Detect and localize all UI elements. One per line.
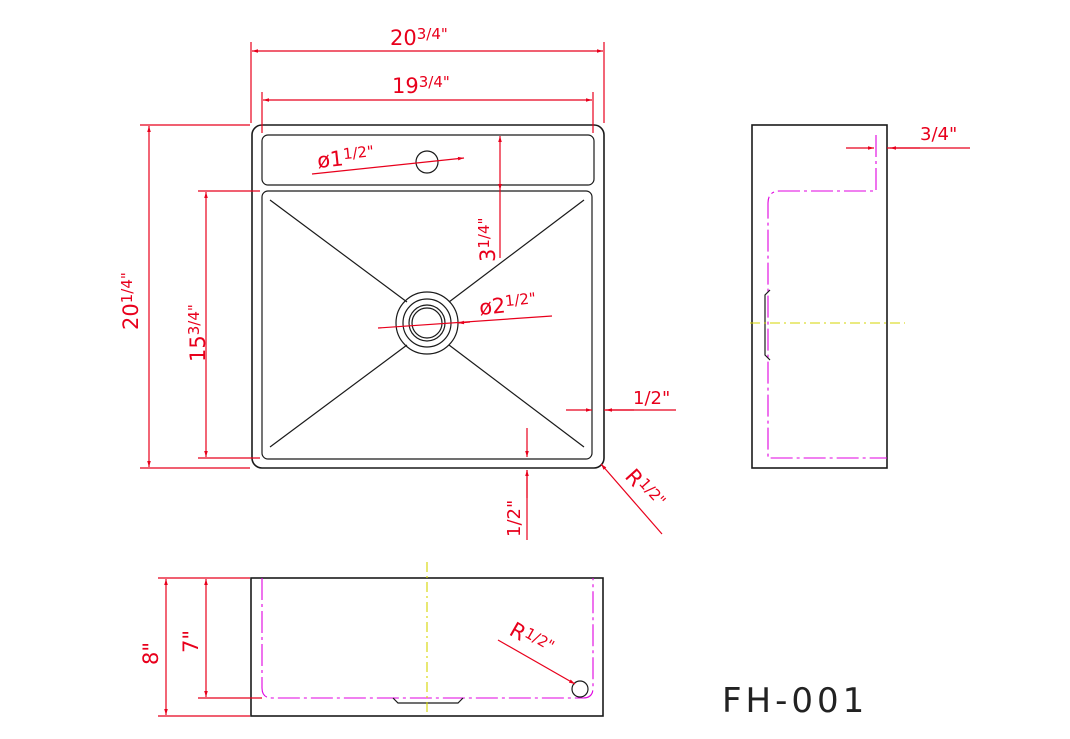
front-wall-value: 1/2" <box>504 500 525 537</box>
svg-text:ø11/2": ø11/2" <box>316 142 376 173</box>
drain-value: ø2 <box>478 293 507 320</box>
inner-depth-fraction: 3/4" <box>185 304 203 335</box>
side-wall-value: 1/2" <box>633 388 670 409</box>
deck-depth-fraction: 1/4" <box>475 218 493 249</box>
side-hidden-bowl <box>767 135 887 459</box>
bowl-edge <box>261 190 593 460</box>
svg-text:201/4": 201/4" <box>118 272 143 330</box>
bowl-slope-line <box>269 199 408 303</box>
svg-text:R1/2": R1/2" <box>620 464 669 515</box>
side-outline <box>751 124 888 469</box>
faucet-hole-leader <box>311 156 465 175</box>
svg-text:R1/2": R1/2" <box>506 617 558 661</box>
svg-text:ø21/2": ø21/2" <box>478 289 538 320</box>
front-corner-radius-fraction: 1/2" <box>522 624 558 655</box>
outer-depth-value: 20 <box>119 303 143 330</box>
front-view: 8" 7" R1/2" <box>139 562 604 717</box>
drain-fraction: 1/2" <box>504 289 537 310</box>
bowl-height-value: 7" <box>179 630 203 653</box>
outer-depth-fraction: 1/4" <box>118 272 136 303</box>
svg-text:31/4": 31/4" <box>475 218 500 262</box>
side-view: 3/4" <box>750 124 970 469</box>
faucet-hole <box>415 150 439 174</box>
bowl-slope-line <box>448 344 585 448</box>
side-view-wall-value: 3/4" <box>920 124 957 145</box>
svg-text:203/4": 203/4" <box>390 25 448 50</box>
svg-text:153/4": 153/4" <box>185 304 210 362</box>
plan-view: 203/4" 193/4" ø11/2" 31/4" ø21/2" 201/4"… <box>118 25 676 540</box>
deck-depth-value: 3 <box>476 249 500 262</box>
corner-radius-leader <box>600 463 663 535</box>
inner-width-fraction: 3/4" <box>419 73 450 91</box>
faucet-hole-value: ø1 <box>316 146 345 173</box>
inner-depth-value: 15 <box>186 335 210 362</box>
sink-outer-edge <box>251 124 605 469</box>
faucet-hole-fraction: 1/2" <box>342 142 375 163</box>
svg-text:193/4": 193/4" <box>392 73 450 98</box>
inner-width-value: 19 <box>392 74 419 98</box>
side-drain-profile <box>764 289 771 361</box>
front-corner-radius-leader <box>497 639 576 685</box>
drain-inner <box>408 304 446 342</box>
outer-width-value: 20 <box>390 26 417 50</box>
overall-height-value: 8" <box>139 642 163 665</box>
drain-core <box>411 307 443 339</box>
front-corner-circle <box>571 680 589 698</box>
bowl-slope-line <box>269 344 408 448</box>
outer-width-fraction: 3/4" <box>417 25 448 43</box>
bowl-slope-line <box>448 199 585 303</box>
front-drain-profile <box>392 697 464 704</box>
deck-edge <box>261 134 595 186</box>
model-label: FH-001 <box>722 681 868 721</box>
